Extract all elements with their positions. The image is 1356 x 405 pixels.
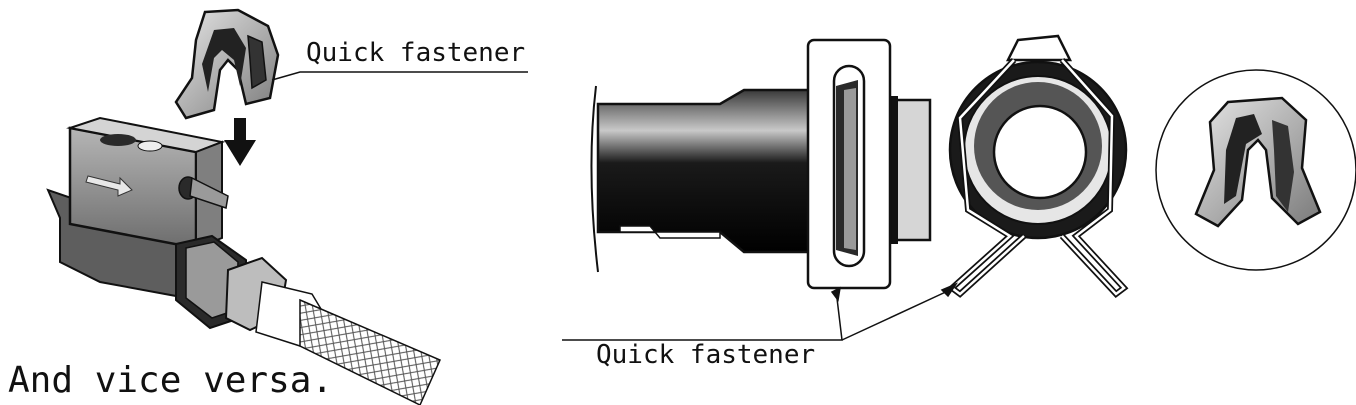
quick-fastener-label-bottom: Quick fastener	[596, 340, 816, 370]
flow-arrow-icon	[85, 175, 133, 197]
quick-fastener-ring	[947, 34, 1129, 299]
quick-fastener-plate	[806, 38, 892, 290]
leader-line-bottom	[562, 282, 959, 341]
leader-line-top	[271, 71, 528, 81]
hose-fitting	[175, 234, 441, 405]
down-arrow-icon	[224, 118, 256, 166]
pipe-fitting-section	[590, 85, 932, 273]
caption-text: And vice versa.	[8, 360, 334, 401]
quick-fastener-detail	[1155, 69, 1356, 271]
quick-fastener-clip-top	[174, 8, 280, 120]
quick-fastener-label-top: Quick fastener	[306, 38, 526, 68]
